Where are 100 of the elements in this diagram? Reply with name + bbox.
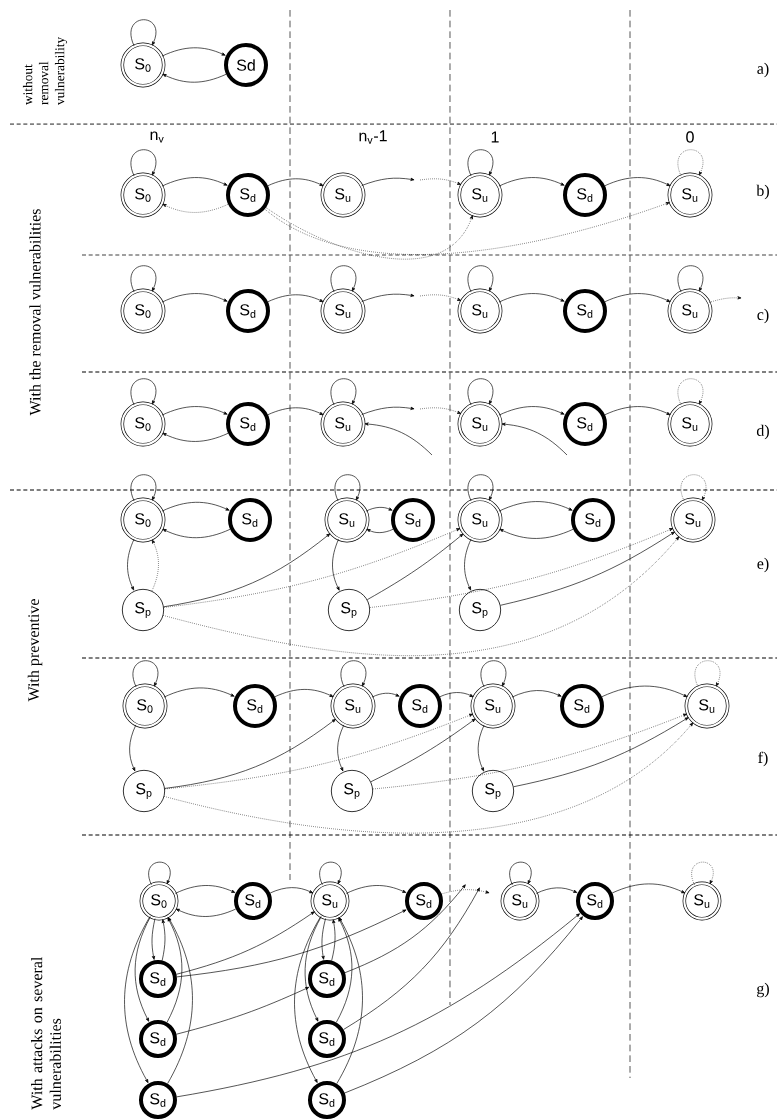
arrow (513, 717, 689, 788)
circle-state: S$_{p}$ (471, 769, 515, 813)
arrow (162, 73, 227, 83)
double-circle-state: S$_{u}$ (667, 172, 713, 218)
arrow (611, 883, 686, 894)
row-label: b) (756, 184, 769, 200)
double-circle-state: S$_{u}$ (684, 683, 730, 729)
loop-arrow (467, 378, 494, 406)
arrow (335, 917, 353, 1023)
double-circle-state: S$_{u}$ (457, 497, 503, 543)
loop-arrow (467, 265, 494, 293)
circle-state: S$_{p}$ (330, 769, 374, 813)
arrow (321, 918, 326, 960)
arrow (419, 407, 462, 414)
thick-circle-state: S$_{d}$ (226, 173, 270, 217)
arrow (161, 406, 228, 416)
arrow (175, 908, 237, 917)
arrow (337, 724, 345, 772)
double-circle-state: S$_{0}$ (120, 288, 166, 334)
arrow (344, 916, 583, 1094)
arrow (265, 207, 473, 260)
section-label: With the removal vulnerabilities (29, 209, 41, 416)
arrow (535, 887, 578, 894)
loop-arrow (130, 474, 157, 502)
arrow (163, 687, 235, 698)
double-circle-state: S$_{u}$ (310, 881, 350, 921)
loop-arrow (677, 378, 704, 406)
arrow (161, 177, 228, 187)
thick-circle-state: S$_{d}$ (226, 402, 270, 446)
column-label: n$_{v}$ (150, 131, 164, 143)
arrow (366, 528, 394, 533)
arrow (161, 293, 228, 303)
loop-arrow (680, 474, 707, 502)
column-label: n$_{v}$-1 (359, 130, 387, 144)
double-circle-state: S$_{u}$ (500, 881, 540, 921)
arrow (163, 528, 461, 608)
arrow (176, 911, 315, 975)
thick-circle-state: S$_{d}$ (391, 498, 435, 542)
arrow (151, 539, 159, 592)
column-label: 1 (491, 131, 499, 143)
arrow (501, 422, 568, 456)
arrow (336, 917, 363, 1085)
arrow (439, 692, 474, 698)
loop-arrow (340, 660, 367, 688)
arrow (162, 528, 231, 539)
arrow (498, 293, 565, 303)
arrow (361, 177, 415, 186)
thick-circle-state: S$_{d}$ (563, 402, 607, 446)
arrow (176, 909, 407, 978)
arrow (304, 916, 322, 1022)
arrow (477, 724, 485, 772)
arrow (371, 692, 400, 698)
arrow (174, 885, 236, 894)
arrow (269, 887, 314, 894)
loop-arrow (130, 149, 157, 177)
arrow (500, 531, 675, 606)
loop-arrow (330, 265, 357, 293)
arrow (511, 690, 562, 698)
thick-circle-state: S$_{d}$ (308, 1081, 346, 1119)
thick-circle-state: S$_{d}$ (233, 684, 277, 728)
arrow (345, 885, 407, 894)
double-circle-state: S$_{0}$ (139, 881, 179, 921)
circle-state: S$_{p}$ (458, 588, 502, 632)
column-label: 0 (686, 131, 694, 143)
arrow (364, 422, 433, 456)
thick-circle-state: S$_{d}$ (228, 498, 272, 542)
arrow (176, 913, 580, 1098)
arrow (498, 177, 565, 187)
arrow (161, 47, 226, 57)
arrow (464, 538, 472, 591)
double-circle-state: S$_{u}$ (470, 683, 516, 729)
thick-circle-state: S$_{d}$ (405, 882, 443, 920)
double-circle-state: S$_{0}$ (122, 683, 168, 729)
loop-arrow (334, 474, 361, 502)
row-label: e) (757, 557, 769, 573)
arrow (369, 528, 674, 608)
arrow (604, 177, 671, 187)
arrow (164, 718, 336, 789)
arrow (419, 294, 462, 301)
loop-arrow (130, 265, 157, 293)
double-circle-state: S$_{0}$ (120, 42, 166, 88)
arrow (124, 916, 151, 1083)
arrow (331, 919, 336, 961)
arrow (176, 986, 310, 1035)
row-label: f) (758, 751, 768, 767)
arrow (161, 501, 230, 512)
arrow (163, 533, 331, 608)
arrow (267, 407, 324, 416)
arrow (367, 533, 464, 600)
row-label: g) (757, 982, 769, 998)
arrow (498, 406, 565, 416)
loop-arrow (480, 660, 507, 688)
arrow (167, 917, 193, 1084)
arrow (151, 918, 156, 960)
arrow (129, 724, 137, 772)
arrow (498, 501, 573, 512)
thick-circle-state: S$_{d}$ (563, 173, 607, 217)
loop-arrow (694, 660, 721, 688)
arrow (274, 689, 334, 698)
arrow (164, 722, 694, 834)
